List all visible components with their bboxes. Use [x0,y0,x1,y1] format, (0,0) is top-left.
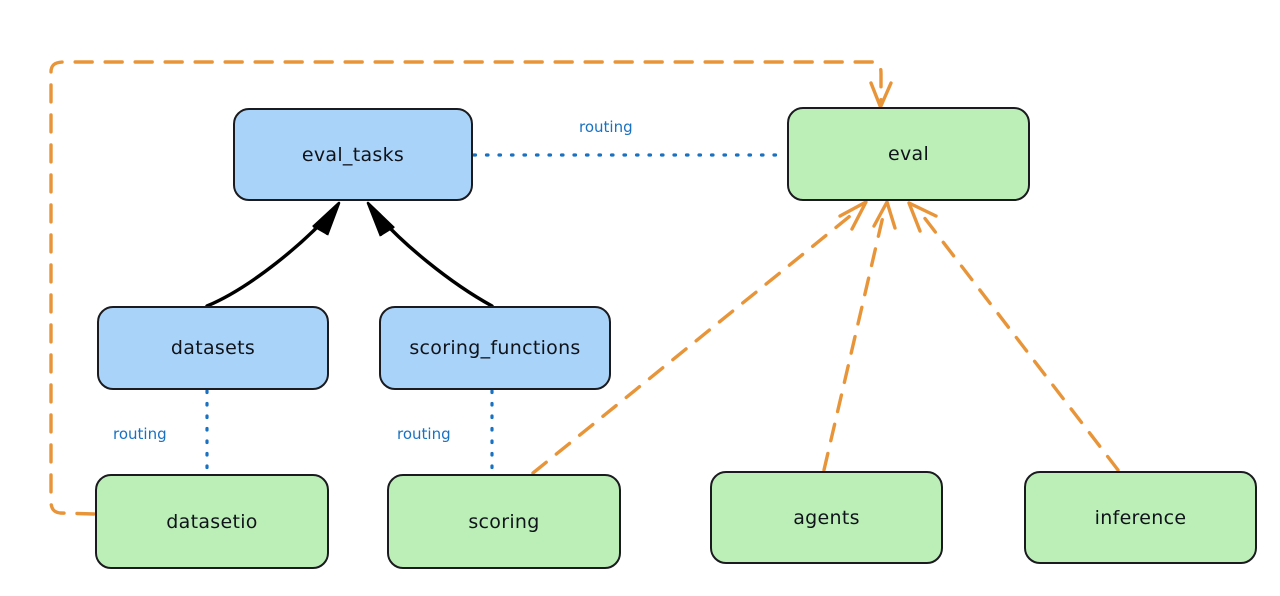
node-label-datasets: datasets [170,337,256,359]
edge-label-routing-scoring-functions-scoring: routing [397,425,451,443]
edge-inference-to-eval [907,201,1120,472]
node-label-datasetio: datasetio [166,510,258,533]
node-agents[interactable]: agents [710,471,943,564]
node-label-eval-tasks: eval_tasks [301,143,405,166]
node-label-agents: agents [793,506,860,529]
edge-scoring-functions-to-eval-tasks [366,201,494,308]
node-eval[interactable]: eval [787,107,1030,201]
edge-label-routing-datasets-datasetio: routing [113,425,167,443]
node-datasetio[interactable]: datasetio [95,474,329,569]
edge-datasets-to-eval-tasks [205,201,341,308]
node-scoring[interactable]: scoring [387,474,621,569]
node-scoring-functions[interactable]: scoring_functions [379,306,611,390]
edge-agents-to-eval [822,200,897,472]
node-label-inference: inference [1094,506,1187,529]
node-inference[interactable]: inference [1024,471,1257,564]
node-label-scoring: scoring [468,510,540,533]
node-label-scoring-functions: scoring_functions [409,337,581,359]
edge-scoring-to-eval [531,200,868,475]
node-datasets[interactable]: datasets [97,306,329,390]
node-eval-tasks[interactable]: eval_tasks [233,108,473,201]
node-label-eval: eval [887,143,930,165]
edge-label-routing-eval-tasks-eval: routing [579,118,633,136]
